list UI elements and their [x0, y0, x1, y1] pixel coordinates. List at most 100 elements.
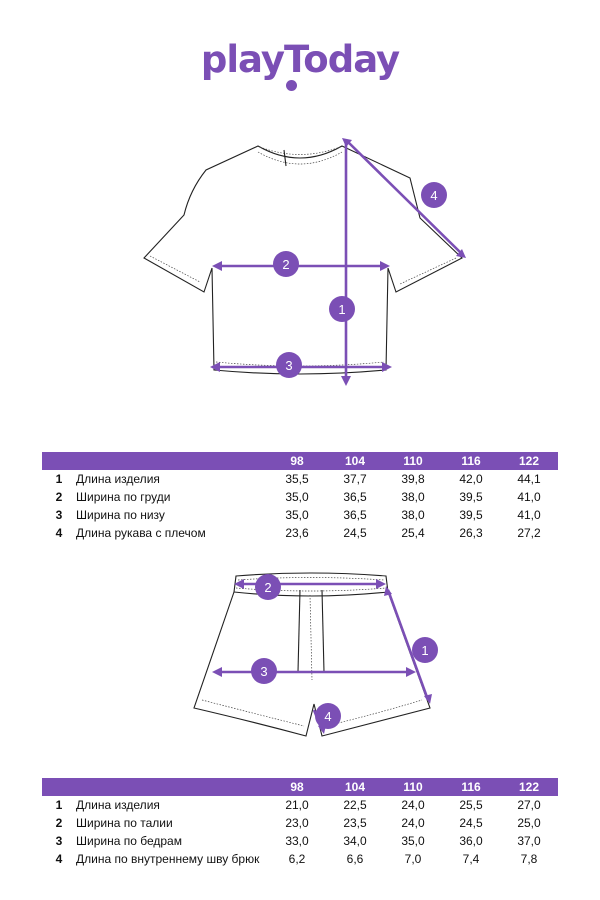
size-header: 98 — [290, 454, 304, 468]
measurement-value: 23,6 — [285, 526, 309, 540]
table-row: 4 Длина рукава с плечом 23,6 24,5 25,4 2… — [42, 524, 558, 542]
shorts-outline — [193, 591, 431, 737]
row-number: 4 — [55, 852, 63, 866]
size-header: 110 — [403, 454, 423, 468]
measurement-value: 36,5 — [343, 490, 367, 504]
table-row: 3 Ширина по низу 35,0 36,5 38,0 39,5 41,… — [42, 506, 558, 524]
size-header: 104 — [344, 780, 366, 794]
measurement-label: Длина изделия — [76, 472, 160, 486]
shorts-badge-inseam — [315, 703, 341, 729]
measurement-value: 27,0 — [517, 798, 541, 812]
size-header: 116 — [461, 780, 481, 794]
measurement-value: 39,8 — [401, 472, 425, 486]
measurement-value: 37,7 — [343, 472, 367, 486]
measurement-value: 7,0 — [404, 852, 422, 866]
measurement-label: Длина рукава с плечом — [76, 526, 206, 540]
shorts-badge-hips — [251, 658, 277, 684]
logo-dot — [286, 80, 297, 91]
measurement-label: Ширина по бедрам — [76, 834, 182, 848]
measurement-value: 39,5 — [459, 490, 483, 504]
measurement-label: Ширина по груди — [76, 490, 171, 504]
row-number — [42, 452, 76, 470]
brand-logo: playToday — [200, 38, 400, 81]
measurement-value: 22,5 — [343, 798, 367, 812]
measurement-value: 38,0 — [401, 508, 425, 522]
measurement-value: 24,0 — [401, 798, 425, 812]
tshirt-outline — [143, 145, 463, 375]
measurement-value: 6,6 — [346, 852, 364, 866]
row-number: 1 — [55, 798, 63, 812]
tshirt-badge-length — [329, 296, 355, 322]
measurement-label: Длина изделия — [76, 798, 160, 812]
shorts-badge-waist — [255, 574, 281, 600]
measurement-value: 7,8 — [520, 852, 538, 866]
row-number: 4 — [55, 526, 63, 540]
measurement-label: Длина по внутреннему шву брюк — [76, 852, 260, 866]
tshirt-badge-hem-text: 3 — [285, 358, 292, 373]
table-header-row: 98 104 110 116 122 — [42, 778, 558, 796]
shorts-badge-inseam-text: 4 — [324, 709, 331, 724]
measurement-value: 23,5 — [343, 816, 367, 830]
tshirt-size-table: 98 104 110 116 122 1 Длина изделия 35,5 … — [42, 452, 558, 542]
table-row: 3 Ширина по бедрам 33,0 34,0 35,0 36,0 3… — [42, 832, 558, 850]
measurement-value: 37,0 — [517, 834, 541, 848]
measurement-value: 24,5 — [459, 816, 483, 830]
row-number: 3 — [55, 834, 63, 848]
measurement-value: 36,5 — [343, 508, 367, 522]
size-header: 110 — [403, 780, 423, 794]
tshirt-badge-length-text: 1 — [338, 302, 345, 317]
tshirt-badge-sleeve — [421, 182, 447, 208]
measurement-value: 41,0 — [517, 508, 541, 522]
size-header: 104 — [344, 454, 366, 468]
row-number: 2 — [55, 490, 63, 504]
measurement-value: 24,5 — [343, 526, 367, 540]
shorts-badge-waist-text: 2 — [264, 580, 271, 595]
measurement-value: 36,0 — [459, 834, 483, 848]
tshirt-badge-chest — [273, 251, 299, 277]
measurement-value: 44,1 — [517, 472, 541, 486]
measurement-label — [76, 452, 268, 470]
size-header: 122 — [518, 454, 540, 468]
size-header: 122 — [518, 780, 540, 794]
tshirt-badge-chest-text: 2 — [282, 257, 289, 272]
shorts-badge-length-text: 1 — [421, 643, 428, 658]
size-header: 116 — [461, 454, 481, 468]
table-row: 1 Длина изделия 21,0 22,5 24,0 25,5 27,0 — [42, 796, 558, 814]
size-header: 98 — [290, 780, 304, 794]
shorts-badge-hips-text: 3 — [260, 664, 267, 679]
row-number: 2 — [55, 816, 63, 830]
row-number — [42, 778, 76, 796]
table-row: 1 Длина изделия 35,5 37,7 39,8 42,0 44,1 — [42, 470, 558, 488]
measurement-value: 42,0 — [459, 472, 483, 486]
tshirt-badge-hem — [276, 352, 302, 378]
measurement-value: 35,0 — [285, 508, 309, 522]
measurement-label: Ширина по низу — [76, 508, 165, 522]
measurement-value: 34,0 — [343, 834, 367, 848]
measurement-value: 35,0 — [285, 490, 309, 504]
measurement-value: 35,5 — [285, 472, 309, 486]
shorts-size-table: 98 104 110 116 122 1 Длина изделия 21,0 … — [42, 778, 558, 868]
table-header-row: 98 104 110 116 122 — [42, 452, 558, 470]
measurement-value: 27,2 — [517, 526, 541, 540]
measurement-label: Ширина по талии — [76, 816, 173, 830]
measurement-value: 7,4 — [462, 852, 480, 866]
measurement-value: 25,0 — [517, 816, 541, 830]
measurement-value: 24,0 — [401, 816, 425, 830]
measurement-value: 25,5 — [459, 798, 483, 812]
shorts-diagram: 2 3 1 4 — [193, 572, 438, 737]
measurement-value: 26,3 — [459, 526, 483, 540]
table-row: 2 Ширина по груди 35,0 36,5 38,0 39,5 41… — [42, 488, 558, 506]
measurement-value: 38,0 — [401, 490, 425, 504]
row-number: 1 — [55, 472, 63, 486]
measurement-value: 21,0 — [285, 798, 309, 812]
shorts-badge-length — [412, 637, 438, 663]
measurement-label — [76, 778, 268, 796]
table-row: 2 Ширина по талии 23,0 23,5 24,0 24,5 25… — [42, 814, 558, 832]
row-number: 3 — [55, 508, 63, 522]
tshirt-diagram: 1 2 3 4 — [143, 138, 466, 386]
table-row: 4 Длина по внутреннему шву брюк 6,2 6,6 … — [42, 850, 558, 868]
tshirt-badge-sleeve-text: 4 — [430, 188, 437, 203]
measurement-value: 35,0 — [401, 834, 425, 848]
measurement-value: 25,4 — [401, 526, 425, 540]
measurement-value: 6,2 — [288, 852, 306, 866]
